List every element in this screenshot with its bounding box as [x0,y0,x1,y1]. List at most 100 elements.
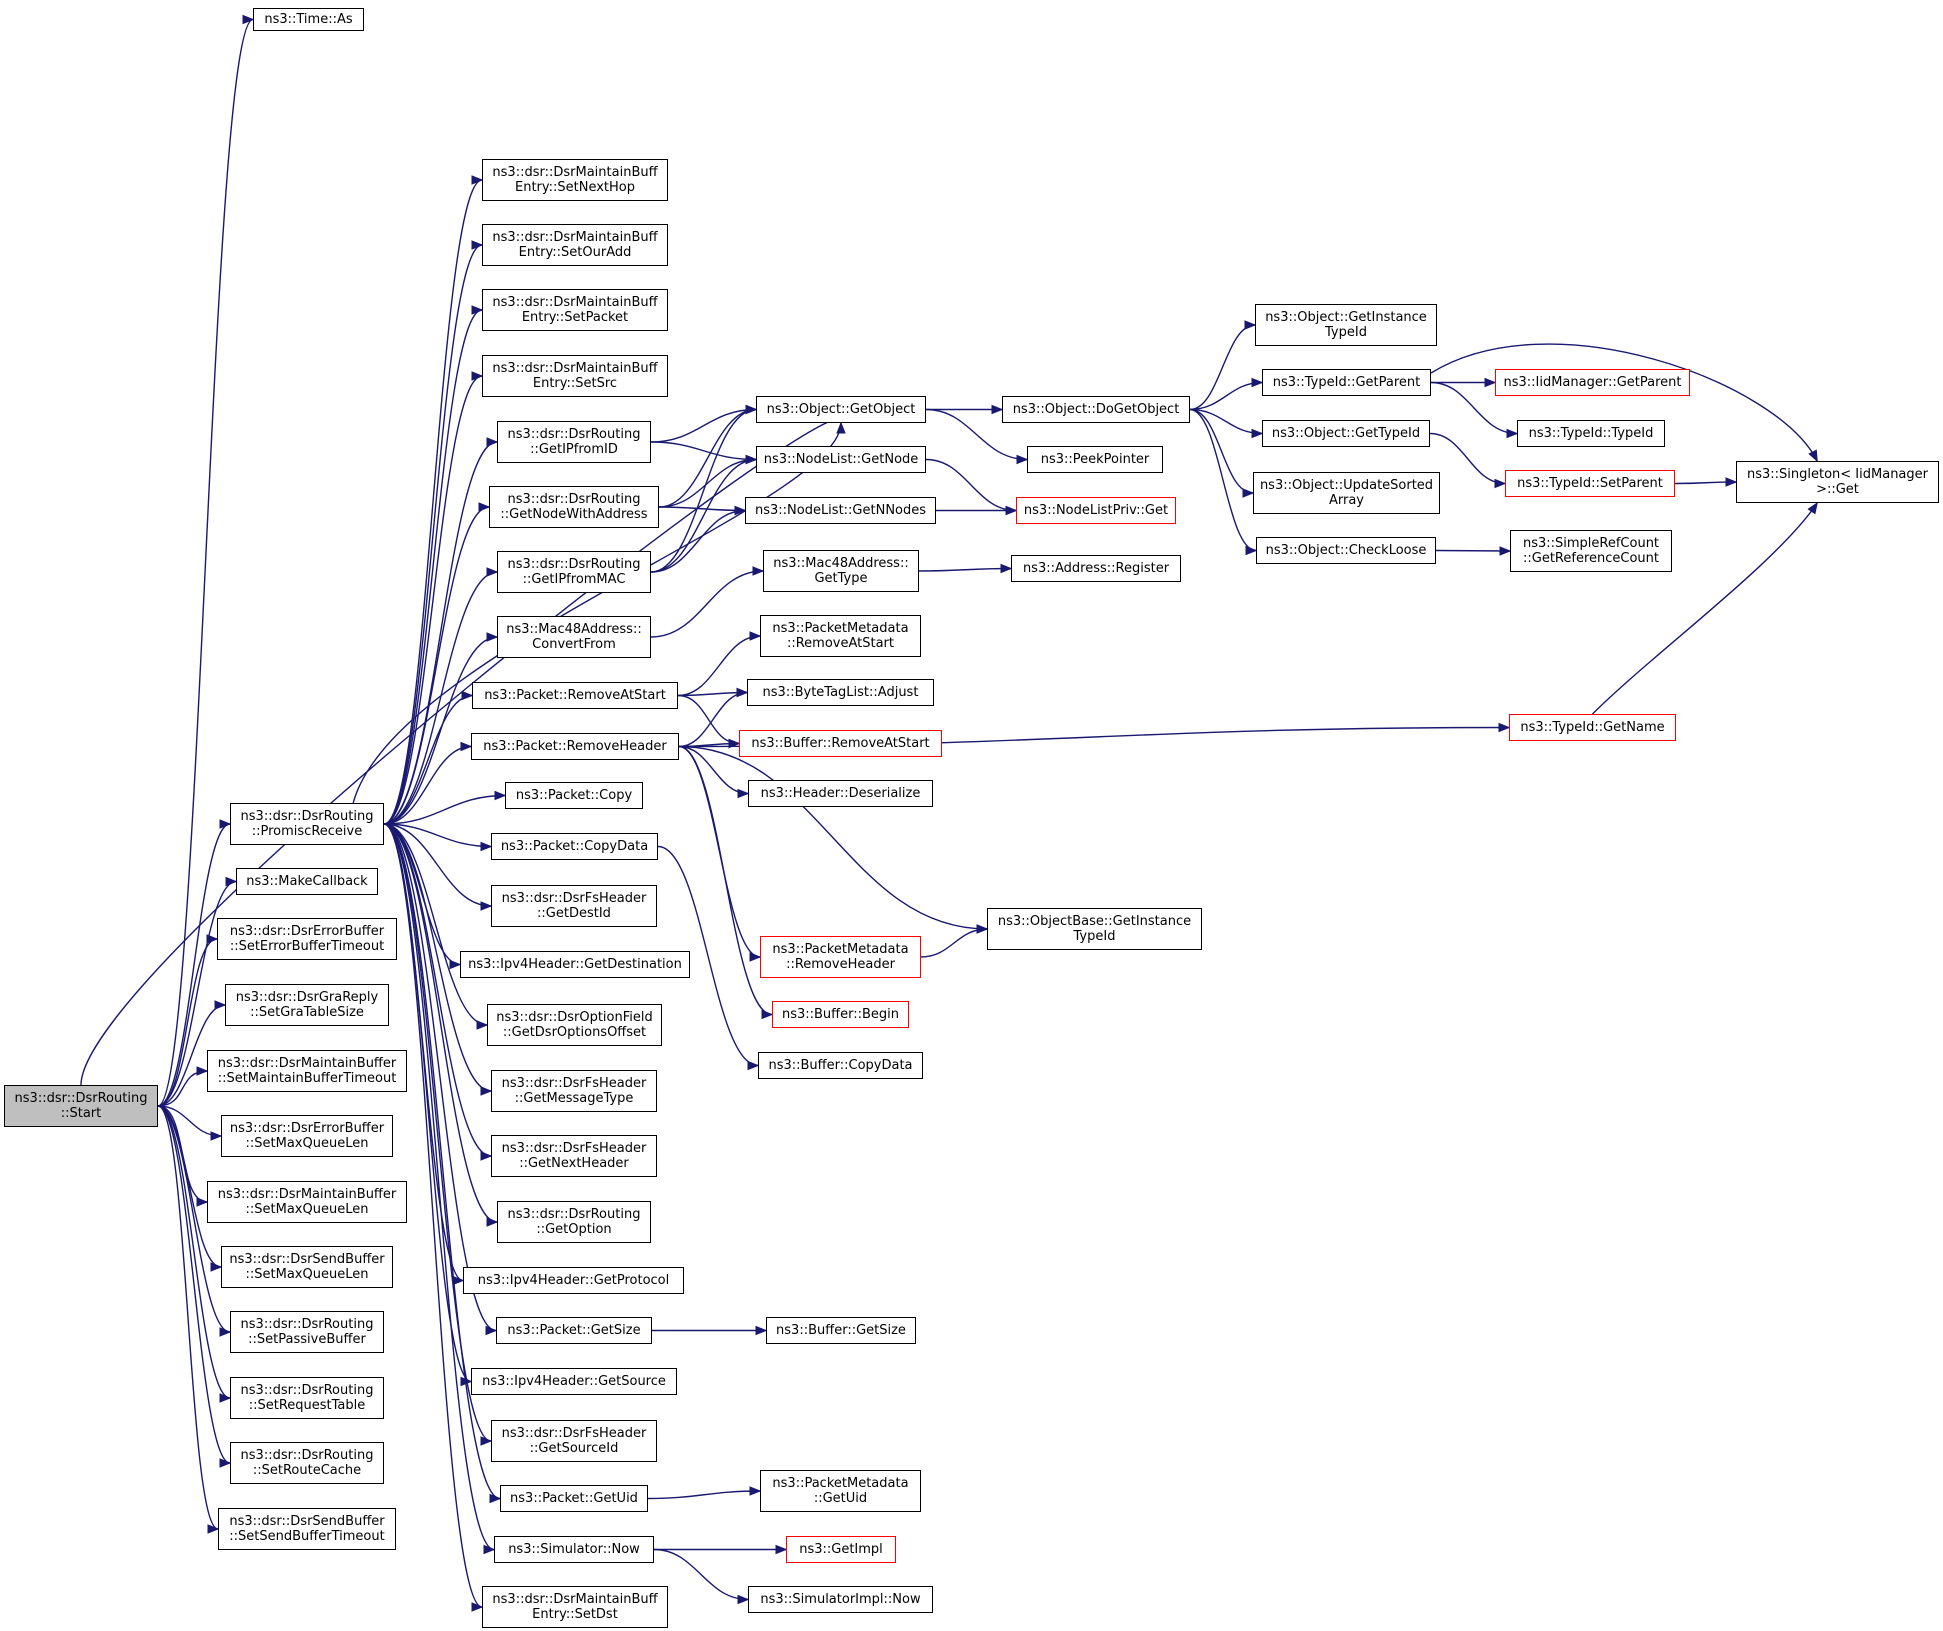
node-typeid-get-parent[interactable]: ns3::TypeId::GetParent [1262,369,1431,396]
node-simulator-now[interactable]: ns3::Simulator::Now [494,1536,654,1563]
node-promisc-receive[interactable]: ns3::dsr::DsrRouting ::PromiscReceive [230,803,384,845]
node-nodelist-get-n-nodes[interactable]: ns3::NodeList::GetNNodes [745,497,936,524]
node-header-deserialize[interactable]: ns3::Header::Deserialize [748,780,933,807]
node-set-send-buffer-timeout[interactable]: ns3::dsr::DsrSendBuffer ::SetSendBufferT… [218,1508,396,1550]
node-make-callback[interactable]: ns3::MakeCallback [236,868,378,895]
node-dsrrouting-start[interactable]: ns3::dsr::DsrRouting ::Start [4,1085,158,1127]
node-set-request-table[interactable]: ns3::dsr::DsrRouting ::SetRequestTable [230,1377,384,1419]
node-get-ip-from-id[interactable]: ns3::dsr::DsrRouting ::GetIPfromID [497,421,651,463]
node-object-get-instance-typeid[interactable]: ns3::Object::GetInstance TypeId [1255,304,1437,346]
node-time-as[interactable]: ns3::Time::As [253,8,364,31]
node-address-register[interactable]: ns3::Address::Register [1011,555,1181,582]
edge-arrowhead [749,952,762,962]
edge-arrowhead [1251,377,1264,388]
edge-arrowhead [483,1544,496,1555]
node-typeid-set-parent[interactable]: ns3::TypeId::SetParent [1505,470,1675,497]
node-set-route-cache[interactable]: ns3::dsr::DsrRouting ::SetRouteCache [230,1442,384,1484]
node-object-get-typeid[interactable]: ns3::Object::GetTypeId [1262,420,1430,447]
call-edge [678,745,988,930]
node-fs-get-message-type[interactable]: ns3::dsr::DsrFsHeader ::GetMessageType [491,1070,657,1112]
call-edge [157,18,254,1107]
node-ipv4-get-source[interactable]: ns3::Ipv4Header::GetSource [471,1368,677,1395]
call-edge [383,823,492,1092]
node-set-error-buffer-timeout[interactable]: ns3::dsr::DsrErrorBuffer ::SetErrorBuffe… [217,918,397,960]
node-bytetaglist-adjust[interactable]: ns3::ByteTagList::Adjust [747,679,934,706]
edge-arrowhead [1016,454,1029,465]
node-peek-pointer[interactable]: ns3::PeekPointer [1027,446,1163,473]
call-edge [1189,408,1254,494]
node-fs-get-next-header[interactable]: ns3::dsr::DsrFsHeader ::GetNextHeader [491,1135,657,1177]
node-set-our-add[interactable]: ns3::dsr::DsrMaintainBuff Entry::SetOurA… [482,224,668,266]
node-packet-get-uid[interactable]: ns3::Packet::GetUid [500,1485,648,1512]
edge-arrowhead [761,1009,774,1020]
node-buffer-copy-data[interactable]: ns3::Buffer::CopyData [758,1052,923,1079]
node-packet-remove-at-start[interactable]: ns3::Packet::RemoveAtStart [472,682,678,709]
node-mac48-get-type[interactable]: ns3::Mac48Address:: GetType [763,550,919,592]
node-objectbase-get-instance-typeid[interactable]: ns3::ObjectBase::GetInstance TypeId [987,908,1202,950]
node-typeid-typeid[interactable]: ns3::TypeId::TypeId [1517,420,1665,447]
node-get-ip-from-mac[interactable]: ns3::dsr::DsrRouting ::GetIPfromMAC [497,551,651,593]
node-simulatorimpl-now[interactable]: ns3::SimulatorImpl::Now [748,1586,933,1613]
node-get-dsr-options-offset[interactable]: ns3::dsr::DsrOptionField ::GetDsrOptions… [487,1004,662,1046]
edge-arrowhead [1251,428,1264,439]
node-simplerefcount-get-reference-count[interactable]: ns3::SimpleRefCount ::GetReferenceCount [1510,530,1672,572]
node-buffer-begin[interactable]: ns3::Buffer::Begin [772,1001,909,1028]
call-edge [1189,324,1256,411]
node-packet-remove-header[interactable]: ns3::Packet::RemoveHeader [471,733,679,760]
call-edge [383,309,483,825]
node-buffer-remove-at-start[interactable]: ns3::Buffer::RemoveAtStart [739,730,942,757]
call-edge [383,179,483,825]
edge-arrowhead [460,741,473,752]
node-singleton-get[interactable]: ns3::Singleton< IidManager >::Get [1736,461,1939,503]
node-packet-copy[interactable]: ns3::Packet::Copy [505,782,643,809]
edge-arrowhead [737,788,750,799]
node-maintain-set-max-queue-len[interactable]: ns3::dsr::DsrMaintainBuffer ::SetMaxQueu… [207,1181,407,1223]
node-packet-get-size[interactable]: ns3::Packet::GetSize [496,1317,652,1344]
node-set-packet[interactable]: ns3::dsr::DsrMaintainBuff Entry::SetPack… [482,289,668,331]
node-nodelistpriv-get[interactable]: ns3::NodeListPriv::Get [1016,497,1176,524]
call-edge [383,823,472,1383]
node-packet-copy-data[interactable]: ns3::Packet::CopyData [491,833,658,860]
node-send-set-max-queue-len[interactable]: ns3::dsr::DsrSendBuffer ::SetMaxQueueLen [221,1246,393,1288]
edge-arrowhead [476,1020,489,1030]
edge-arrowhead [1499,546,1512,556]
node-buffer-get-size[interactable]: ns3::Buffer::GetSize [766,1317,916,1344]
call-edge [1430,343,1818,462]
node-ipv4-get-protocol[interactable]: ns3::Ipv4Header::GetProtocol [463,1267,684,1294]
node-set-next-hop[interactable]: ns3::dsr::DsrMaintainBuff Entry::SetNext… [482,159,668,201]
node-get-option[interactable]: ns3::dsr::DsrRouting ::GetOption [497,1201,651,1243]
edge-arrowhead [734,505,747,516]
node-iidmanager-get-parent[interactable]: ns3::IidManager::GetParent [1495,369,1690,396]
node-convert-from[interactable]: ns3::Mac48Address:: ConvertFrom [497,616,651,658]
call-edge [650,408,757,443]
node-pm-remove-header[interactable]: ns3::PacketMetadata ::RemoveHeader [760,936,921,978]
call-edge [657,845,759,1067]
node-set-dst[interactable]: ns3::dsr::DsrMaintainBuff Entry::SetDst [482,1586,668,1628]
node-typeid-get-name[interactable]: ns3::TypeId::GetName [1509,714,1676,741]
node-get-impl[interactable]: ns3::GetImpl [786,1536,896,1563]
node-object-update-sorted-array[interactable]: ns3::Object::UpdateSorted Array [1253,472,1440,514]
node-get-node-with-address[interactable]: ns3::dsr::DsrRouting ::GetNodeWithAddres… [489,486,659,528]
call-edge [383,375,483,825]
node-set-passive-buffer[interactable]: ns3::dsr::DsrRouting ::SetPassiveBuffer [230,1311,384,1353]
node-fs-get-source-id[interactable]: ns3::dsr::DsrFsHeader ::GetSourceId [491,1420,657,1462]
node-ipv4-get-destination[interactable]: ns3::Ipv4Header::GetDestination [460,951,690,978]
edge-arrowhead [749,1486,762,1496]
edge-arrowhead [1484,377,1497,388]
node-nodelist-get-node[interactable]: ns3::NodeList::GetNode [756,446,926,473]
node-pm-get-uid[interactable]: ns3::PacketMetadata ::GetUid [760,1470,921,1512]
node-object-check-loose[interactable]: ns3::Object::CheckLoose [1256,537,1436,564]
node-object-do-get-object[interactable]: ns3::Object::DoGetObject [1002,396,1190,423]
call-edge [1430,381,1518,435]
node-set-src[interactable]: ns3::dsr::DsrMaintainBuff Entry::SetSrc [482,355,668,397]
node-pm-remove-at-start[interactable]: ns3::PacketMetadata ::RemoveAtStart [760,615,921,657]
node-fs-get-dest-id[interactable]: ns3::dsr::DsrFsHeader ::GetDestId [491,885,657,927]
node-object-get-object[interactable]: ns3::Object::GetObject [756,396,926,423]
call-edge [658,408,757,508]
node-set-gra-table-size[interactable]: ns3::dsr::DsrGraReply ::SetGraTableSize [225,984,389,1026]
node-set-maintain-buffer-timeout[interactable]: ns3::dsr::DsrMaintainBuffer ::SetMaintai… [207,1050,407,1092]
node-error-set-max-queue-len[interactable]: ns3::dsr::DsrErrorBuffer ::SetMaxQueueLe… [221,1115,393,1157]
edge-arrowhead [1000,563,1013,574]
